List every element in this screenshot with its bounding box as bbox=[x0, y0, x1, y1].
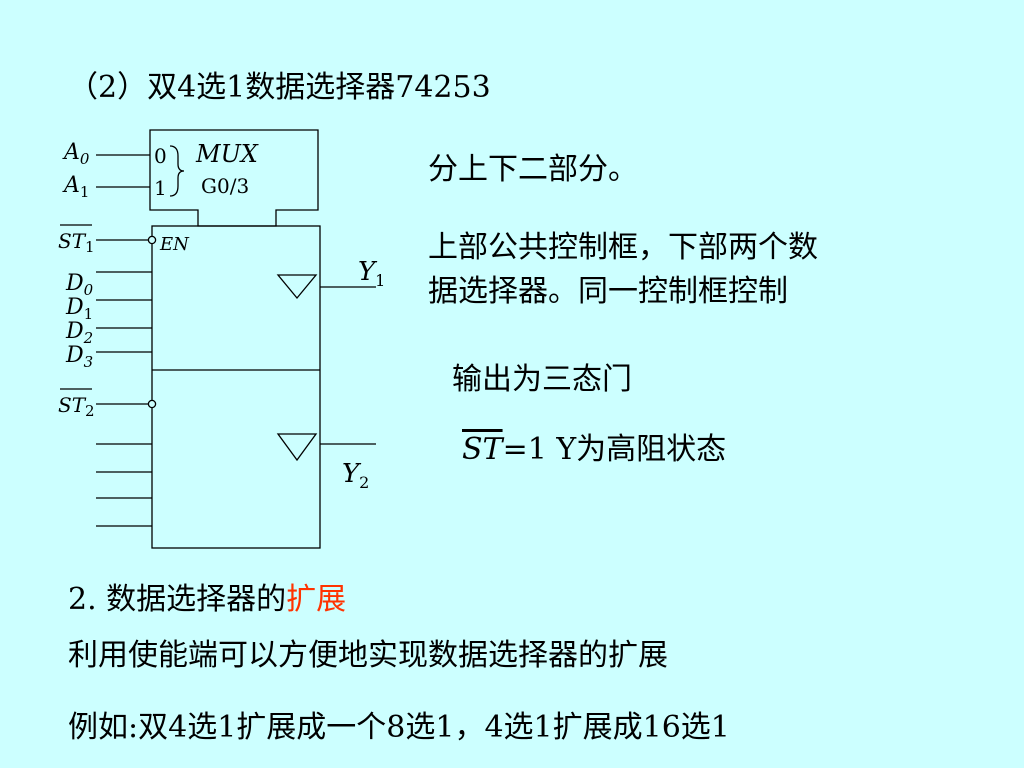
select-0-label: 0 bbox=[154, 144, 167, 168]
expansion-description: 利用使能端可以方便地实现数据选择器的扩展 bbox=[68, 638, 668, 673]
label-d0: D0 bbox=[65, 271, 94, 299]
label-st2: ST2 bbox=[58, 393, 95, 420]
st2-inversion-bubble bbox=[147, 399, 157, 409]
st-symbol: ST bbox=[462, 432, 503, 467]
description-line-2: 上部公共控制框，下部两个数 据选择器。同一控制框控制 bbox=[428, 226, 818, 314]
tristate-symbol-2 bbox=[276, 433, 318, 462]
select-brace bbox=[169, 145, 185, 197]
group-label: G0/3 bbox=[201, 174, 249, 198]
section-number: 2. bbox=[68, 582, 107, 617]
label-st1: ST1 bbox=[58, 229, 95, 256]
label-y1: Y1 bbox=[358, 257, 385, 290]
tristate-symbol-1 bbox=[276, 274, 318, 300]
select-1-label: 1 bbox=[154, 176, 167, 200]
enable-label: EN bbox=[159, 234, 190, 255]
description-line-3: 输出为三态门 bbox=[452, 362, 632, 397]
description-line-2a: 上部公共控制框，下部两个数 bbox=[428, 230, 818, 265]
mux-body bbox=[151, 225, 321, 549]
section-highlight: 扩展 bbox=[286, 582, 347, 617]
label-a0: A0 bbox=[62, 140, 90, 168]
label-d2: D2 bbox=[65, 319, 93, 347]
st-condition-line: ST=1 Y为高阻状态 bbox=[462, 424, 726, 468]
description-line-1: 分上下二部分。 bbox=[428, 152, 638, 187]
mux-label: MUX bbox=[195, 140, 259, 168]
section-text: 数据选择器的 bbox=[106, 582, 287, 617]
st-condition-text: =1 Y为高阻状态 bbox=[502, 432, 727, 467]
label-d1: D1 bbox=[65, 295, 93, 323]
label-d3: D3 bbox=[65, 343, 93, 371]
slide-title: （2）双4选1数据选择器74253 bbox=[68, 70, 491, 105]
st1-inversion-bubble bbox=[147, 235, 157, 245]
section-heading: 2. 数据选择器的扩展 bbox=[68, 574, 346, 618]
label-a1: A1 bbox=[62, 173, 89, 201]
expansion-example: 例如:双4选1扩展成一个8选1，4选1扩展成16选1 bbox=[68, 710, 730, 745]
description-line-2b: 据选择器。同一控制框控制 bbox=[428, 274, 788, 309]
label-y2: Y2 bbox=[342, 459, 369, 492]
